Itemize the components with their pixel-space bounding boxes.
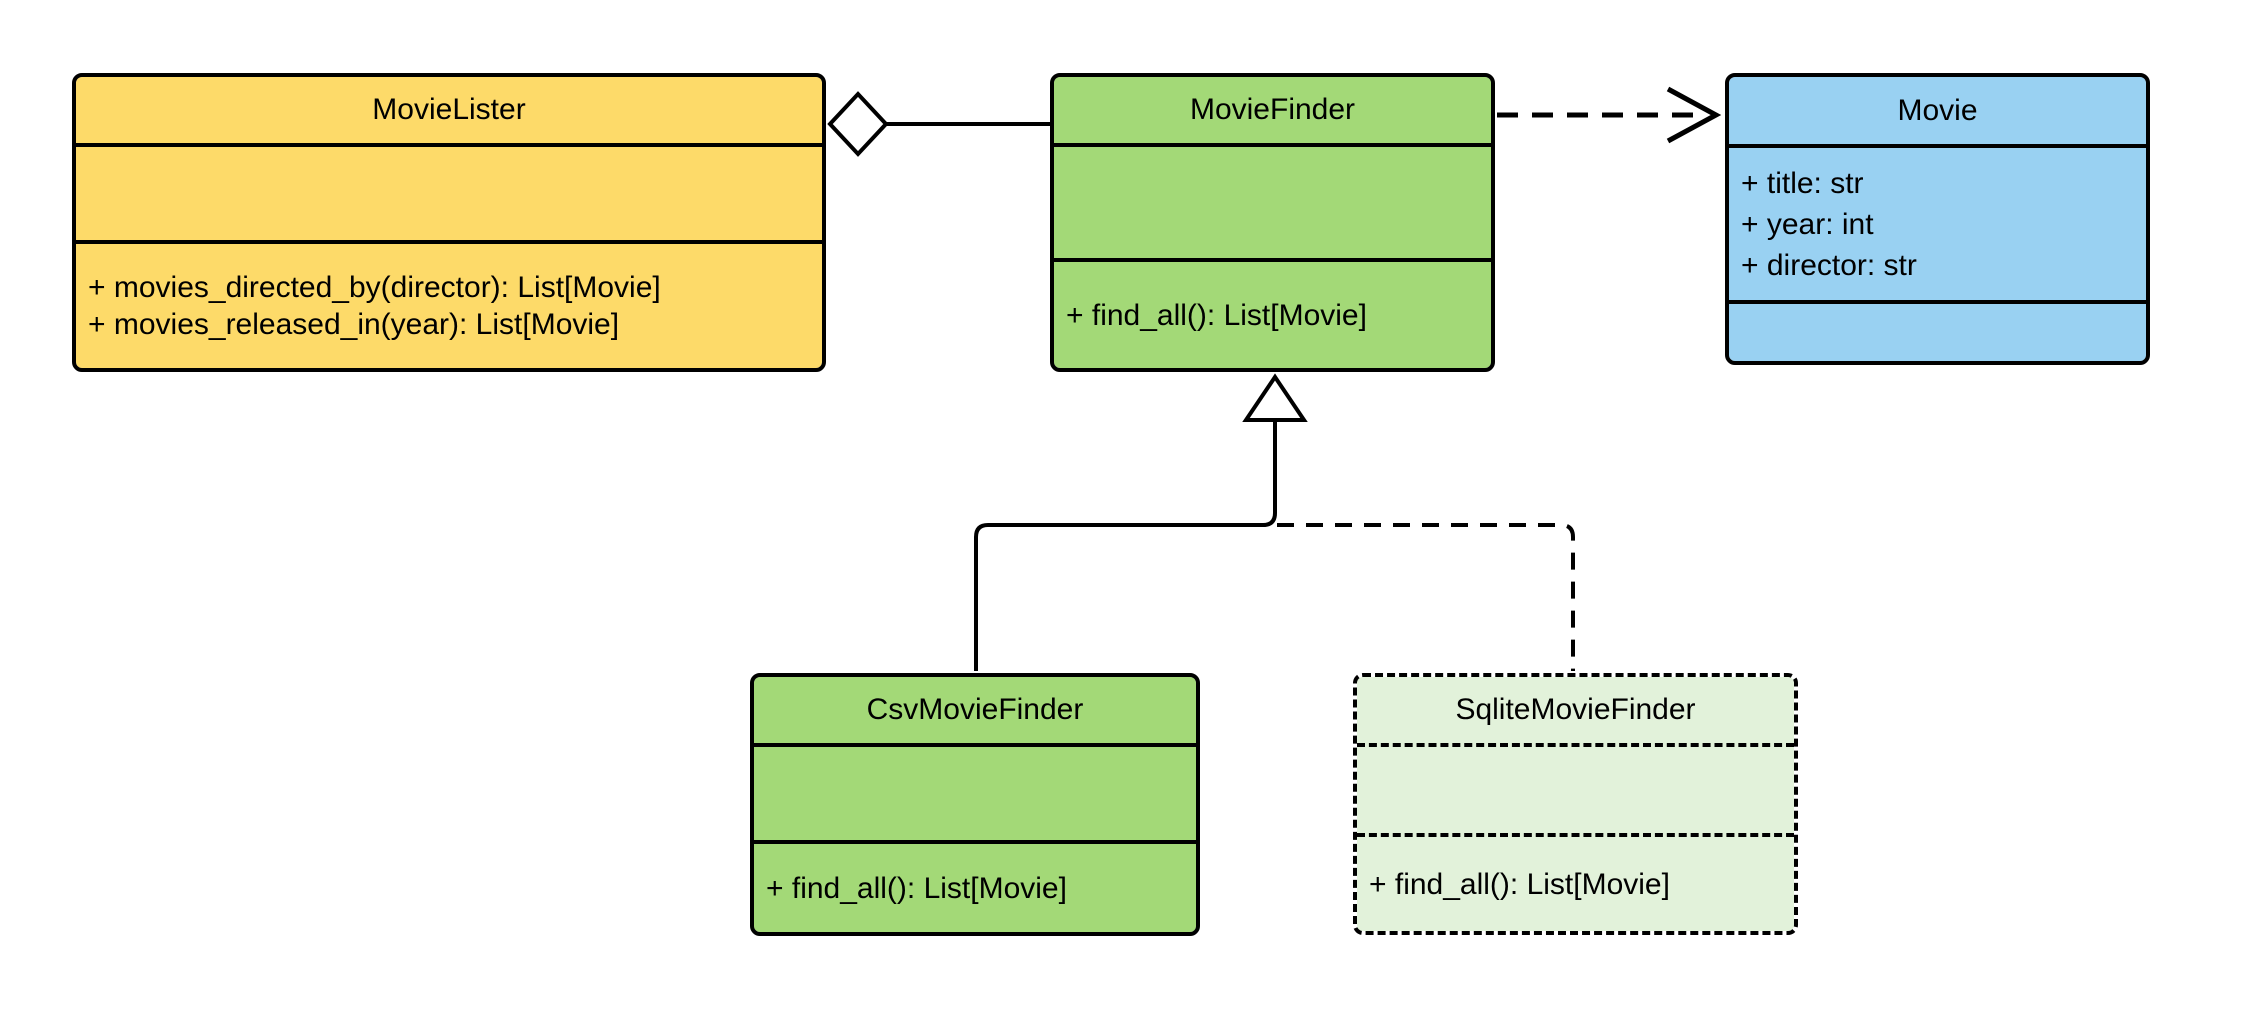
- attribute-label: + director: str: [1741, 248, 1917, 282]
- methods-compartment: + find_all(): List[Movie]: [1357, 837, 1794, 931]
- method-label: + movies_directed_by(director): List[Mov…: [88, 271, 661, 304]
- class-box-csvmoviefinder[interactable]: CsvMovieFinder + find_all(): List[Movie]: [750, 673, 1200, 936]
- open-arrowhead-marker: [1666, 86, 1722, 144]
- attributes-compartment: [76, 147, 822, 244]
- class-box-moviefinder[interactable]: MovieFinder + find_all(): List[Movie]: [1050, 73, 1495, 372]
- inheritance-dashed-line: [1277, 523, 1575, 671]
- hollow-diamond-marker: [827, 91, 889, 157]
- class-title: MovieFinder: [1054, 77, 1491, 147]
- methods-compartment: + find_all(): List[Movie]: [754, 844, 1196, 932]
- inheritance-solid-line: [974, 420, 1277, 671]
- methods-compartment: [1729, 304, 2146, 361]
- inheritance-connector-csvmoviefinder-moviefinder: [974, 420, 1277, 671]
- method-label: + find_all(): List[Movie]: [1066, 298, 1367, 332]
- attributes-compartment: + title: str + year: int + director: str: [1729, 148, 2146, 304]
- method-label: + find_all(): List[Movie]: [1369, 867, 1670, 901]
- class-title: Movie: [1729, 77, 2146, 148]
- class-box-movie[interactable]: Movie + title: str + year: int + directo…: [1725, 73, 2150, 365]
- method-label: + movies_released_in(year): List[Movie]: [88, 308, 620, 341]
- class-box-movielister[interactable]: MovieLister + movies_directed_by(directo…: [72, 73, 826, 372]
- attributes-compartment: [1054, 147, 1491, 262]
- class-title: SqliteMovieFinder: [1357, 677, 1794, 747]
- aggregation-connector-movielister-moviefinder: [827, 91, 1052, 157]
- attributes-compartment: [1357, 747, 1794, 837]
- inheritance-connector-sqlitemoviefinder-moviefinder: [1277, 523, 1575, 671]
- attribute-label: + title: str: [1741, 166, 1864, 200]
- class-title: MovieLister: [76, 77, 822, 147]
- method-label: + find_all(): List[Movie]: [766, 871, 1067, 905]
- dependency-connector-moviefinder-movie: [1497, 86, 1722, 144]
- class-box-sqlitemoviefinder[interactable]: SqliteMovieFinder + find_all(): List[Mov…: [1353, 673, 1798, 935]
- methods-compartment: + movies_directed_by(director): List[Mov…: [76, 244, 822, 368]
- attribute-label: + year: int: [1741, 207, 1874, 241]
- attributes-compartment: [754, 747, 1196, 844]
- hollow-triangle-marker: [1242, 373, 1308, 422]
- methods-compartment: + find_all(): List[Movie]: [1054, 262, 1491, 368]
- class-title: CsvMovieFinder: [754, 677, 1196, 747]
